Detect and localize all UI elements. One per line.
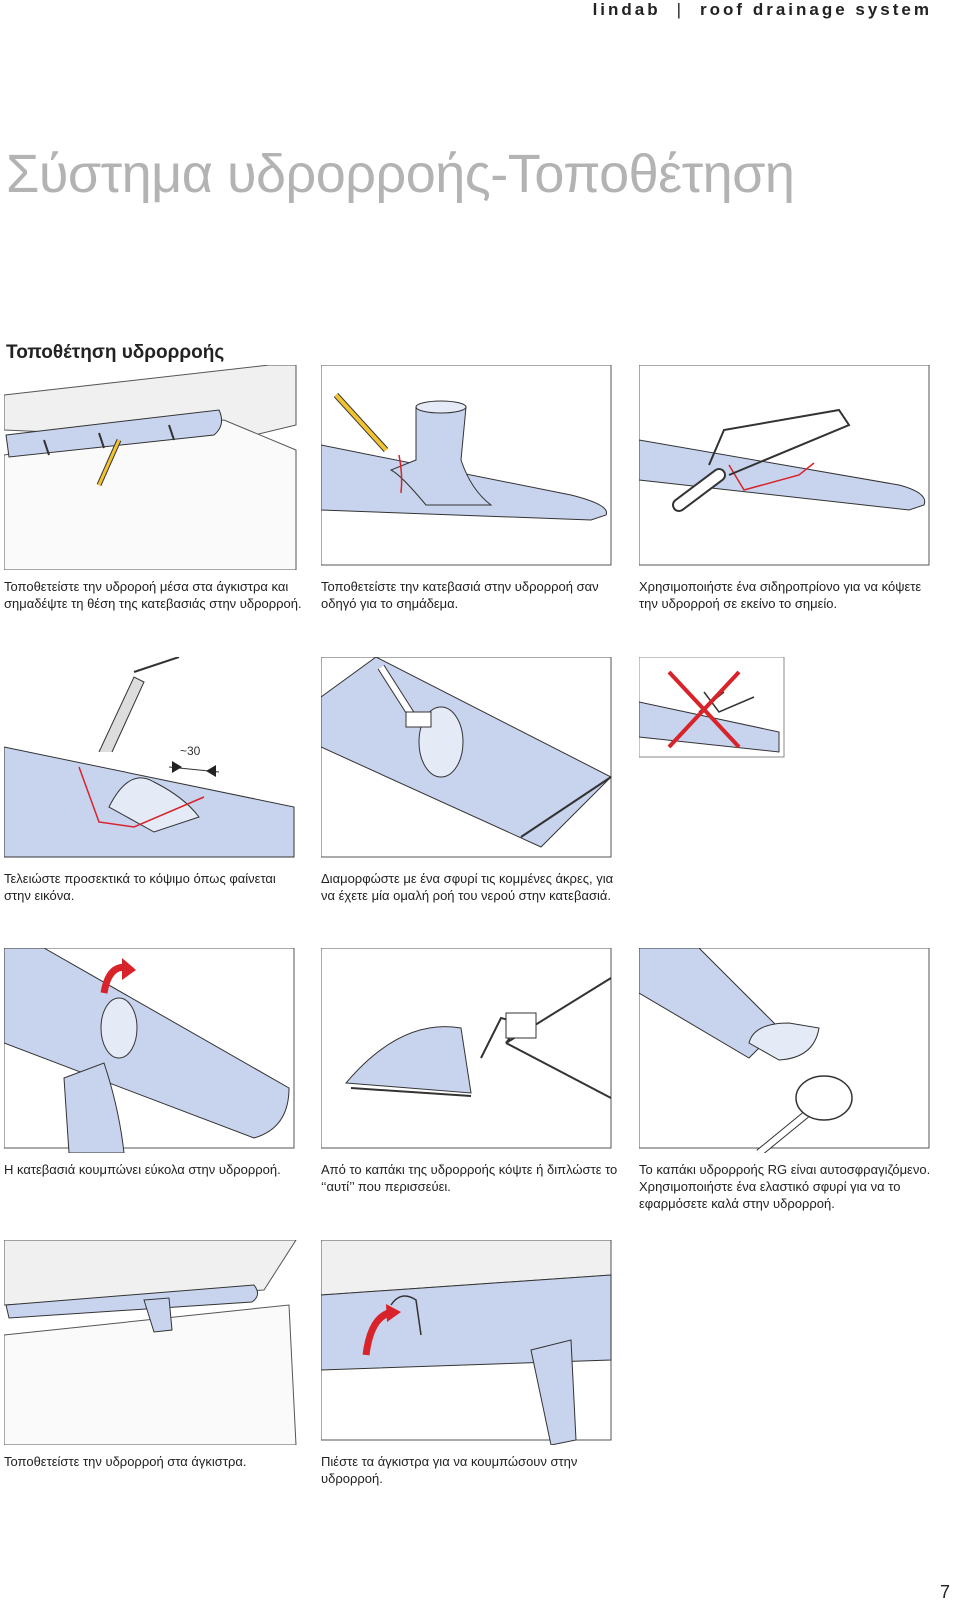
step-4: ~30 Τελειώστε προσεκτικά το κόψιμο όπως …	[4, 657, 300, 904]
step-7-caption: Η κατεβασιά κουμπώνει εύκολα στην υδρορρ…	[4, 1162, 281, 1177]
step-8-illustration	[321, 948, 617, 1153]
step-8: Από το καπάκι της υδρορροής κόψτε ή διπλ…	[321, 948, 617, 1195]
step-4-illustration: ~30	[4, 657, 300, 862]
page-title: Σύστημα υδρορροής-Τοποθέτηση	[6, 144, 795, 204]
step-8-caption: Από το καπάκι της υδρορροής κόψτε ή διπλ…	[321, 1162, 618, 1194]
step-11-caption: Πιέστε τα άγκιστρα για να κουμπώσουν στη…	[321, 1454, 578, 1486]
step-3: Χρησιμοποιήστε ένα σιδηροπρίονο για να κ…	[639, 365, 935, 612]
page-number: 7	[939, 1582, 950, 1602]
step-2-caption: Τοποθετείστε την κατεβασιά στην υδρορροή…	[321, 579, 599, 611]
step-5-illustration	[321, 657, 617, 862]
step-9: Το καπάκι υδρορροής RG είναι αυτοσφραγιζ…	[639, 948, 935, 1212]
step-11-illustration	[321, 1240, 617, 1445]
step-9-caption: Το καπάκι υδρορροής RG είναι αυτοσφραγιζ…	[639, 1162, 931, 1211]
step-10-illustration	[4, 1240, 300, 1445]
step-2: Τοποθετείστε την κατεβασιά στην υδρορροή…	[321, 365, 617, 612]
step-5: Διαμορφώστε με ένα σφυρί τις κομμένες άκ…	[321, 657, 617, 904]
step-6	[639, 657, 935, 862]
header-section: roof drainage system	[700, 0, 932, 19]
step-10-caption: Τοποθετείστε την υδρορροή στα άγκιστρα.	[4, 1454, 247, 1469]
step-3-caption: Χρησιμοποιήστε ένα σιδηροπρίονο για να κ…	[639, 579, 922, 611]
step-1-illustration	[4, 365, 300, 570]
step-9-illustration	[639, 948, 935, 1153]
step-6-illustration	[639, 657, 935, 862]
step-7: Η κατεβασιά κουμπώνει εύκολα στην υδρορρ…	[4, 948, 300, 1178]
step-11: Πιέστε τα άγκιστρα για να κουμπώσουν στη…	[321, 1240, 617, 1487]
step-1-caption: Τοποθετείστε την υδροροή μέσα στα άγκιστ…	[4, 579, 302, 611]
step-10: Τοποθετείστε την υδρορροή στα άγκιστρα.	[4, 1240, 300, 1470]
page-header: lindab | roof drainage system	[593, 0, 932, 22]
step-5-caption: Διαμορφώστε με ένα σφυρί τις κομμένες άκ…	[321, 871, 614, 903]
section-title: Τοποθέτηση υδρορροής	[6, 342, 225, 363]
step-4-caption: Τελειώστε προσεκτικά το κόψιμο όπως φαίν…	[4, 871, 276, 903]
dimension-label: ~30	[180, 744, 201, 758]
step-7-illustration	[4, 948, 300, 1153]
step-3-illustration	[639, 365, 935, 570]
header-separator: |	[676, 0, 685, 19]
step-2-illustration	[321, 365, 617, 570]
step-1: Τοποθετείστε την υδροροή μέσα στα άγκιστ…	[4, 365, 302, 612]
brand-name: lindab	[592, 0, 661, 19]
